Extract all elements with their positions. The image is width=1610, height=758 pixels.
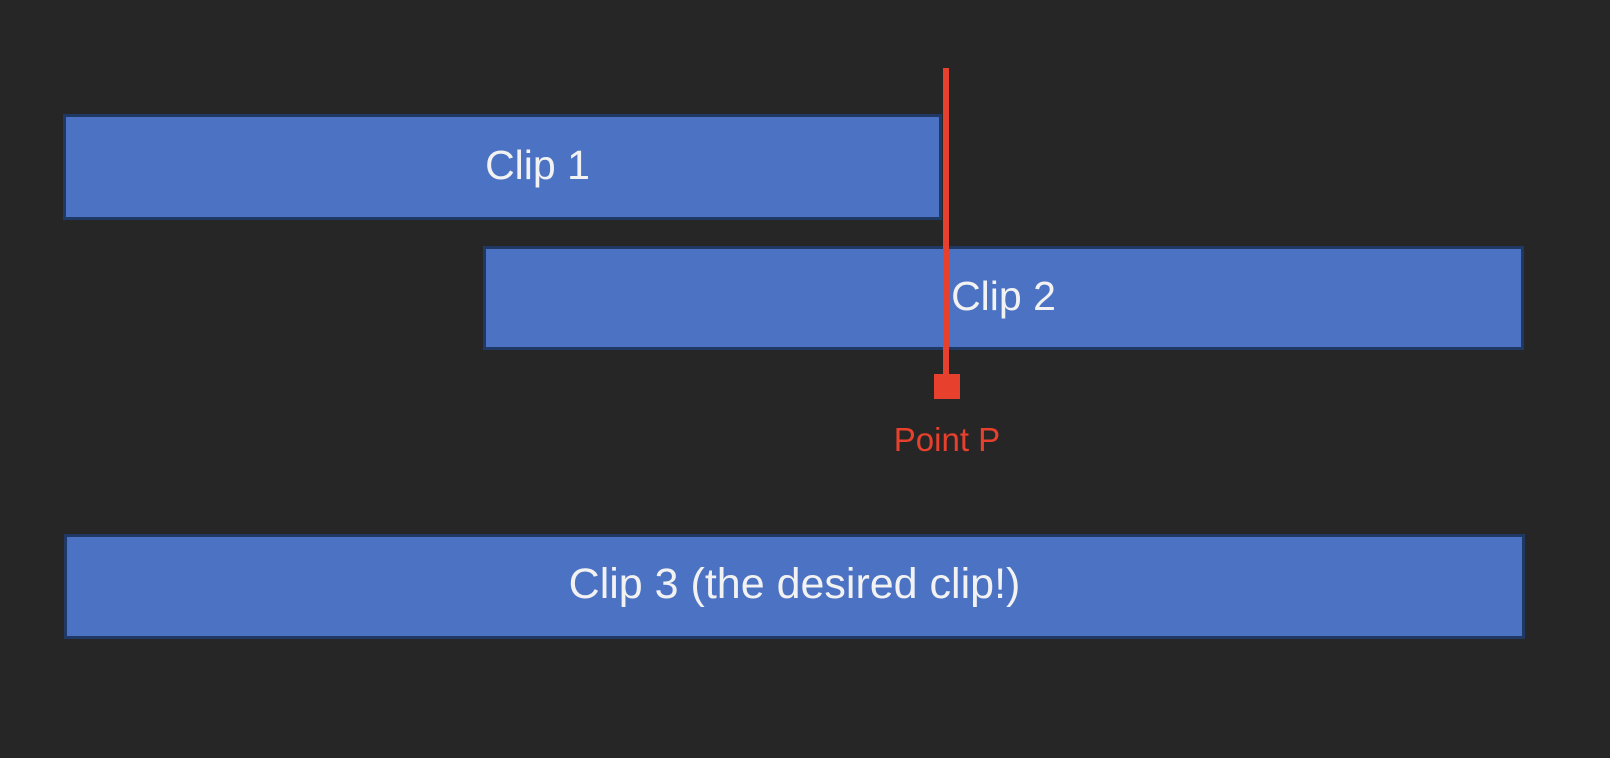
clip-1-label: Clip 1 [485, 141, 590, 188]
clip-3-label: Clip 3 (the desired clip!) [568, 560, 1021, 608]
clip-3-bar: Clip 3 (the desired clip!) [64, 534, 1525, 639]
clip-2-label: Clip 2 [951, 272, 1056, 319]
clip-1-bar: Clip 1 [63, 114, 942, 220]
clip-2-bar: Clip 2 [483, 246, 1524, 350]
point-p-line [943, 68, 949, 374]
point-p-label: Point P [893, 421, 1001, 458]
point-p-marker [934, 374, 960, 399]
